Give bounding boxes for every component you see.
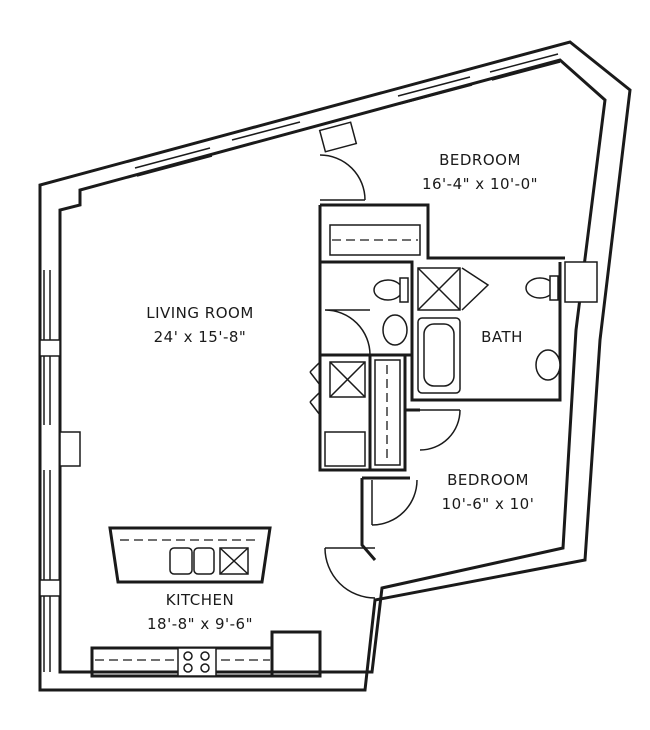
shower-door: [461, 267, 490, 311]
window-2: [231, 121, 303, 149]
living-room-name: LIVING ROOM: [146, 304, 254, 322]
mullion-left-1: [39, 339, 61, 357]
bathtub: [417, 317, 461, 394]
bedroom-second-size: 10'-6" x 10': [442, 495, 535, 513]
exterior-walls: [38, 40, 632, 692]
burner-3: [183, 663, 193, 673]
closet-master: [329, 224, 421, 256]
column-top: [318, 121, 358, 153]
window-4: [489, 53, 561, 81]
linen-closet: [564, 261, 598, 303]
toilet-1: [373, 279, 403, 301]
bathtub-inner: [423, 323, 455, 387]
exterior-wall-outer: [38, 40, 632, 692]
hall-utility: [324, 361, 366, 467]
bedroom-master-size: 16'-4" x 10'-0": [422, 175, 538, 193]
burner-1: [183, 651, 193, 661]
dishwasher-cross: [219, 547, 249, 575]
doors: [309, 154, 461, 599]
window-left-1: [43, 270, 51, 340]
door-closet-pantry: [309, 361, 321, 416]
window-left-2: [43, 356, 51, 425]
wall-bath-2: [410, 262, 562, 402]
burner-2: [200, 651, 210, 661]
island-sink-1: [169, 547, 193, 575]
shower-cross: [417, 267, 461, 311]
door-entry: [324, 547, 376, 599]
mullion-left-2: [39, 579, 61, 597]
left-windows: [39, 270, 81, 672]
kitchen-name: KITCHEN: [166, 591, 235, 609]
closet-hall: [374, 359, 401, 466]
bath-name: BATH: [481, 328, 523, 346]
column-left: [59, 431, 81, 467]
top-windows: [134, 53, 561, 177]
wall-second-bedroom: [370, 355, 420, 472]
window-left-4: [43, 596, 51, 672]
toilet-2-tank: [549, 275, 559, 301]
range: [177, 647, 217, 677]
wall-second-bedroom-bottom: [360, 476, 410, 561]
interior-walls: [318, 203, 565, 561]
room-labels: BEDROOM 16'-4" x 10'-0" LIVING ROOM 24' …: [146, 151, 538, 633]
hall-storage: [324, 431, 366, 467]
sink-2: [535, 349, 561, 381]
door-second-bedroom: [371, 479, 418, 526]
exterior-wall-inner: [58, 58, 607, 674]
door-bath-1: [324, 309, 371, 356]
kitchen-size: 18'-8" x 9'-6": [147, 615, 253, 633]
window-3: [397, 76, 473, 105]
wall-hall: [318, 355, 372, 472]
bedroom-second-name: BEDROOM: [447, 471, 529, 489]
refrigerator: [270, 630, 322, 678]
window-left-3: [43, 470, 51, 580]
bath-fixtures: [373, 261, 598, 394]
wall-bedroom-living: [318, 203, 565, 355]
burner-4: [200, 663, 210, 673]
kitchen-island: [108, 526, 272, 584]
island-sink-2: [193, 547, 215, 575]
island-counter: [108, 526, 272, 584]
kitchen-counter: [90, 630, 322, 678]
living-room-size: 24' x 15'-8": [154, 328, 247, 346]
door-master: [319, 154, 366, 201]
washer-dryer-cross: [329, 361, 366, 398]
sink-1: [382, 314, 408, 346]
window-1: [134, 147, 213, 177]
door-bath-2: [419, 409, 461, 451]
bedroom-master-name: BEDROOM: [439, 151, 521, 169]
toilet-1-tank: [399, 277, 409, 303]
